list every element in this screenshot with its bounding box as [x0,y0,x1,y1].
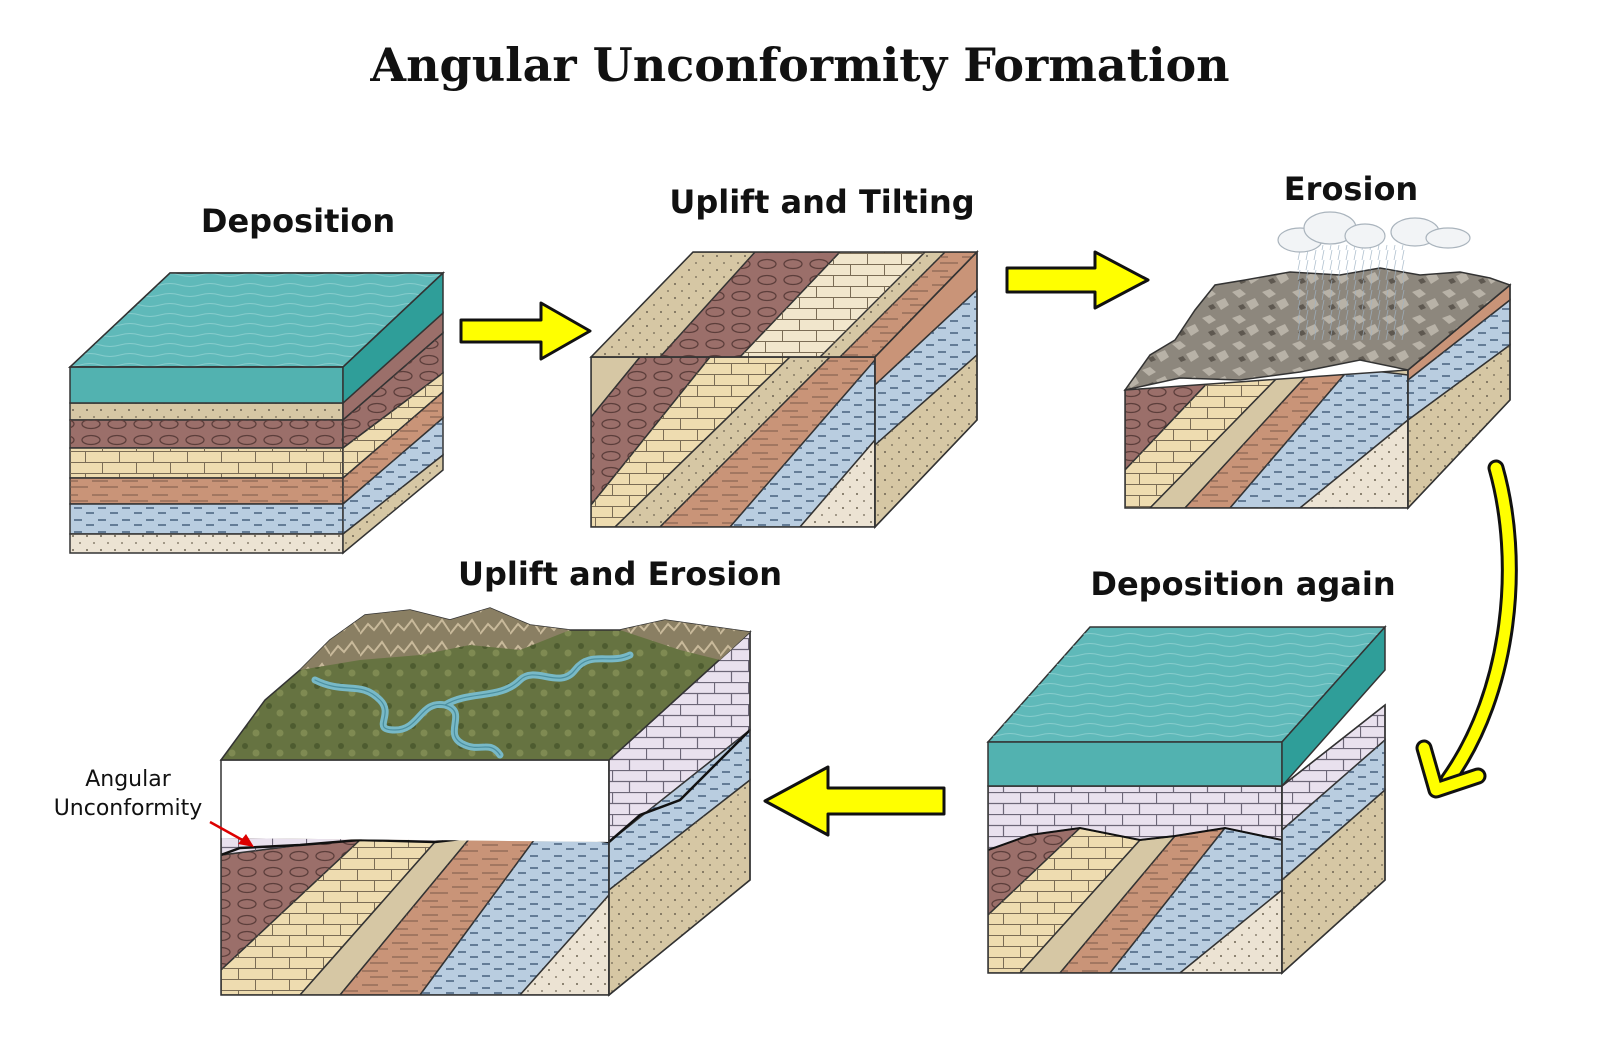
rain-cloud-icon [1277,211,1471,253]
arrow-curved-down-icon [1415,459,1518,799]
unconformity-pointer-arrow [209,820,254,847]
deposition-block [68,271,445,555]
unconformity-label-line1: Angular [85,767,171,792]
uplift-tilting-block [589,250,979,529]
stage-label-erosion: Erosion [1283,170,1419,208]
arrow-left-icon [763,765,946,837]
stage-label-uplift-tilting: Uplift and Tilting [669,183,975,221]
erosion-block [1123,245,1512,510]
page-title: Angular Unconformity Formation [370,38,1230,92]
unconformity-label: Angular Unconformity [54,765,203,823]
stage-label-deposition: Deposition [200,202,396,240]
unconformity-label-line2: Unconformity [53,796,203,821]
arrow-right-icon-2 [1005,250,1150,310]
arrow-right-icon [459,301,592,361]
uplift-erosion-block [219,607,752,997]
stage-label-uplift-erosion: Uplift and Erosion [457,555,783,593]
stage-label-deposition-again: Deposition again [1090,565,1396,603]
deposition-again-block [986,625,1387,975]
